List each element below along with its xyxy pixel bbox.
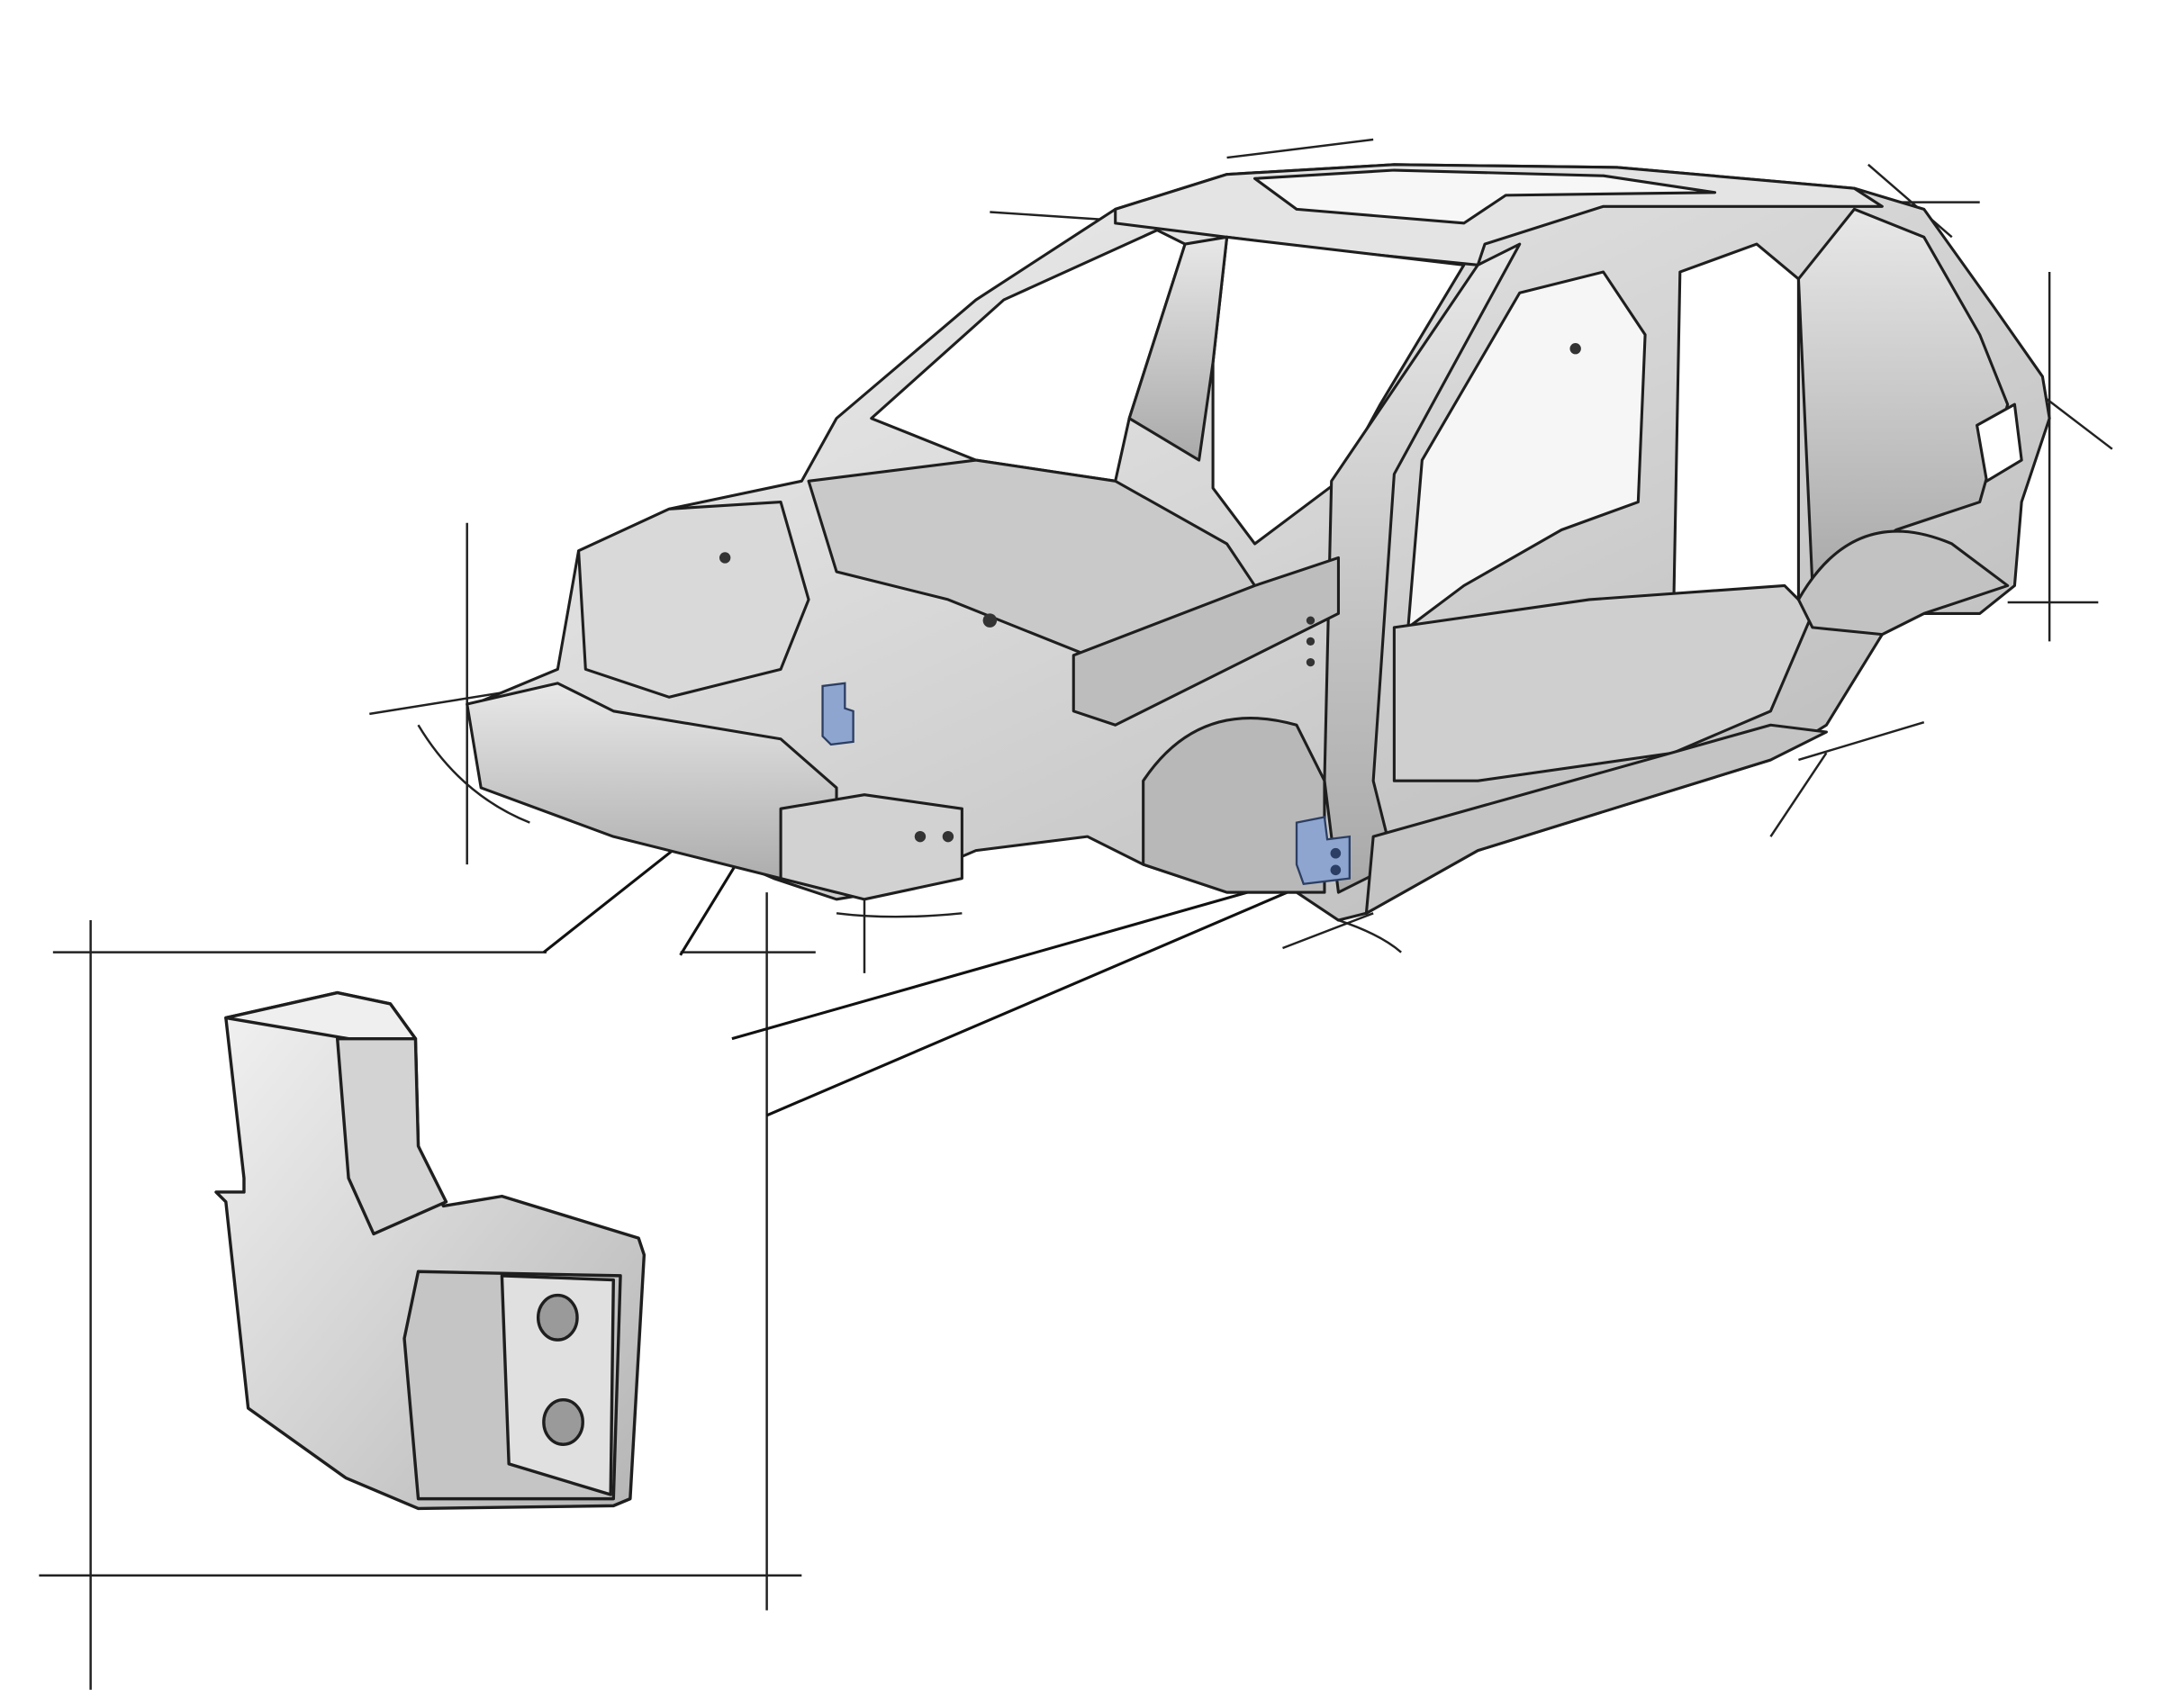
car-body [466,163,2051,922]
sunroof-opening [1253,168,1717,225]
crash-box [779,793,963,901]
highlighted-brackets [821,682,1351,886]
rear-wheel-arch [1796,529,2010,637]
bracket-hole-lower [542,1397,584,1446]
front-door-opening [1211,235,1466,546]
front-rail [1071,556,1340,727]
bracket-bolt-hole [1330,847,1342,859]
highlighted-bracket-front [821,682,854,746]
bracket-pocket-inner [500,1274,615,1496]
bracket-upright-face [336,1036,448,1236]
inset-bracket-detail [214,990,646,1511]
rear-door-opening [1406,270,1647,629]
rear-lamp-opening [1976,402,2023,483]
bracket-top [224,990,418,1041]
bracket-hole-upper [536,1293,579,1342]
bracket-bolt-hole [1330,864,1342,876]
a-pillar [1127,235,1229,462]
side-sill [1364,723,1828,915]
panel-holes [719,343,1581,843]
strut-tower [577,500,810,699]
floor-pan [1392,583,1814,782]
